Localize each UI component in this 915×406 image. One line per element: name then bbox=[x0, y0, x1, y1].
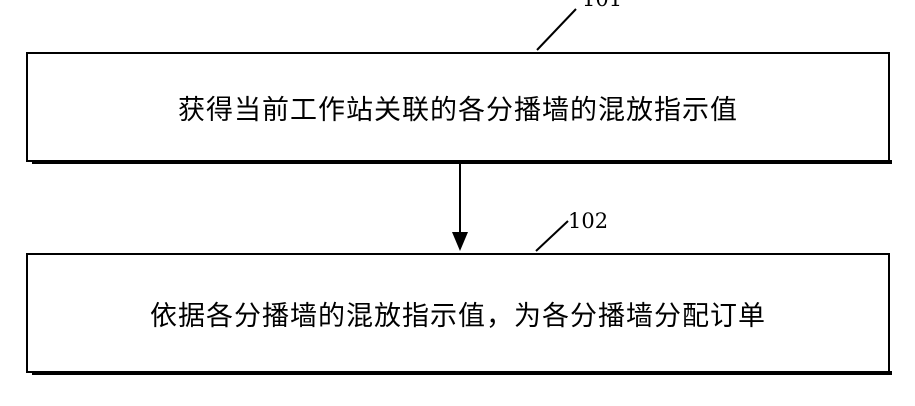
step-101-label: 101 bbox=[582, 0, 622, 11]
step-102-box: 依据各分播墙的混放指示值，为各分播墙分配订单 bbox=[26, 253, 890, 373]
flow-arrow-head bbox=[452, 232, 468, 251]
step-101-leader-line bbox=[537, 9, 576, 50]
step-101-text: 获得当前工作站关联的各分播墙的混放指示值 bbox=[178, 88, 738, 127]
step-102-leader-line bbox=[536, 221, 568, 251]
step-102-label: 102 bbox=[568, 209, 608, 233]
step-101-box: 获得当前工作站关联的各分播墙的混放指示值 bbox=[26, 52, 890, 162]
step-102-text: 依据各分播墙的混放指示值，为各分播墙分配订单 bbox=[150, 294, 766, 333]
